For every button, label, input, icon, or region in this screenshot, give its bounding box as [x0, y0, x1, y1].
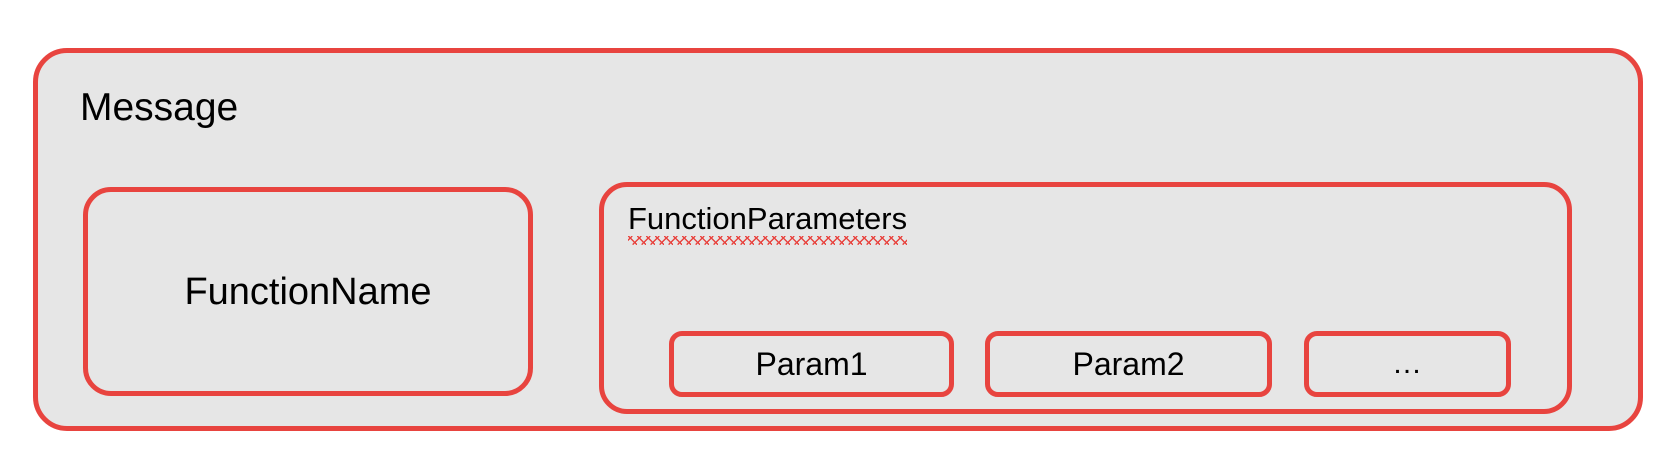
function-parameters-title-group: FunctionParameters [628, 201, 908, 246]
param-box: Param1 [669, 331, 954, 397]
function-name-label: FunctionName [184, 270, 432, 313]
param-box-ellipsis: … [1304, 331, 1511, 397]
param-label: Param2 [1072, 346, 1185, 382]
message-title-label: Message [80, 86, 239, 129]
function-parameters-container: FunctionParameters Param1 Param2 … [599, 182, 1572, 414]
param-ellipsis-label: … [1392, 347, 1423, 380]
function-name-container: FunctionName [83, 187, 533, 396]
param-box: Param2 [985, 331, 1272, 397]
spellcheck-squiggle-underline [628, 236, 908, 246]
param-label: Param1 [755, 346, 868, 382]
function-parameters-title-label: FunctionParameters [628, 201, 908, 236]
message-container: Message FunctionName FunctionParameters … [33, 48, 1643, 431]
